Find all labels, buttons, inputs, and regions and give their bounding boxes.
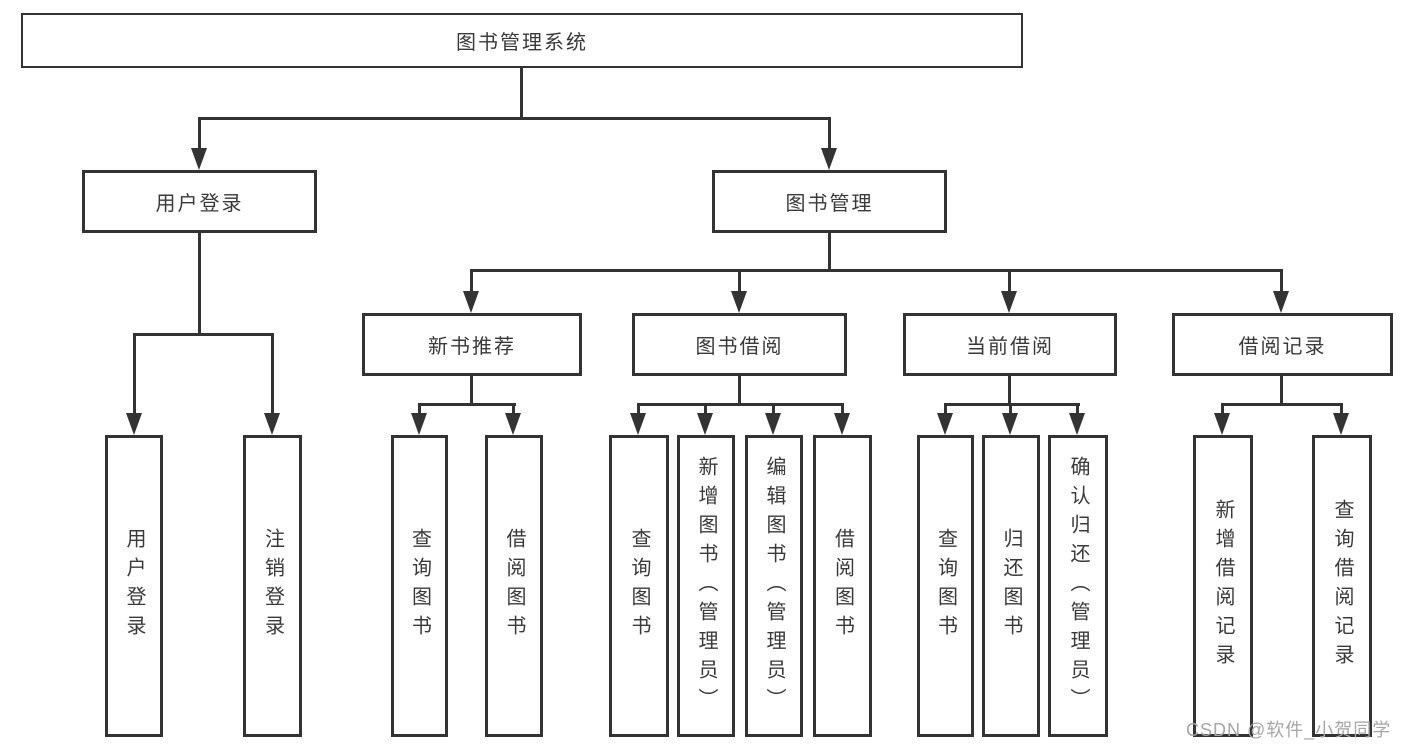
leaf-logout: 注销登录 bbox=[243, 435, 302, 737]
arrowhead-down-icon bbox=[821, 148, 837, 170]
leaf-label: 注销登录 bbox=[261, 528, 284, 644]
connector-stub bbox=[738, 376, 741, 406]
connector-stem bbox=[1340, 403, 1343, 417]
arrowhead-down-icon bbox=[765, 413, 781, 435]
leaf-label: 归还图书 bbox=[1000, 528, 1022, 644]
leaf-user-login: 用户登录 bbox=[105, 435, 163, 737]
node-book-borrow: 图书借阅 bbox=[632, 313, 847, 376]
arrowhead-down-icon bbox=[463, 291, 479, 313]
connector-rail bbox=[418, 403, 516, 406]
node-new-book-recommend: 新书推荐 bbox=[362, 313, 582, 376]
leaf-label: 查询图书 bbox=[934, 528, 957, 644]
leaf-borrow-add-book-admin: 新增图书（管理员） bbox=[677, 435, 735, 737]
connector-stem bbox=[704, 403, 707, 417]
arrowhead-down-icon bbox=[1001, 291, 1017, 313]
leaf-current-return-books: 归还图书 bbox=[982, 435, 1040, 737]
connector-stem bbox=[1008, 269, 1011, 295]
connector-stem bbox=[1280, 269, 1283, 295]
arrowhead-down-icon bbox=[1002, 413, 1018, 435]
connector-stem bbox=[1076, 403, 1079, 417]
arrowhead-down-icon bbox=[630, 413, 646, 435]
arrowhead-down-icon bbox=[1214, 413, 1230, 435]
connector-mgmt-stub bbox=[828, 233, 831, 272]
connector-user-stub bbox=[198, 233, 201, 336]
leaf-current-confirm-return-admin: 确认归还（管理员） bbox=[1048, 435, 1108, 737]
leaf-label: 借阅图书 bbox=[831, 528, 854, 644]
connector-root-stub bbox=[520, 68, 523, 120]
connector-rail bbox=[1221, 403, 1343, 406]
connector-user-rail bbox=[133, 333, 274, 336]
node-user-login: 用户登录 bbox=[82, 170, 317, 233]
leaf-label: 借阅图书 bbox=[503, 528, 525, 644]
connector-stem bbox=[1221, 403, 1224, 417]
connector-root-rail bbox=[198, 117, 831, 120]
connector-stem bbox=[944, 403, 947, 417]
node-library-system: 图书管理系统 bbox=[21, 13, 1023, 68]
arrowhead-down-icon bbox=[191, 148, 207, 170]
node-borrow-records: 借阅记录 bbox=[1172, 313, 1393, 376]
connector-stem bbox=[841, 403, 844, 417]
connector-stub bbox=[1008, 376, 1011, 406]
leaf-recommend-query-books: 查询图书 bbox=[391, 435, 448, 737]
connector-stem bbox=[637, 403, 640, 417]
leaf-label: 新增借阅记录 bbox=[1212, 499, 1234, 673]
arrowhead-down-icon bbox=[1069, 413, 1085, 435]
node-book-management: 图书管理 bbox=[712, 170, 947, 233]
connector-stem bbox=[470, 269, 473, 295]
connector-stem bbox=[828, 117, 831, 152]
leaf-borrow-borrow-books: 借阅图书 bbox=[813, 435, 872, 737]
connector-stem bbox=[418, 403, 421, 417]
leaf-records-query-record: 查询借阅记录 bbox=[1312, 435, 1372, 737]
connector-stem bbox=[1009, 403, 1012, 417]
arrowhead-down-icon bbox=[1273, 291, 1289, 313]
arrowhead-down-icon bbox=[126, 413, 142, 435]
leaf-label: 查询图书 bbox=[628, 528, 650, 644]
connector-rail bbox=[637, 403, 844, 406]
leaf-label: 查询图书 bbox=[408, 528, 431, 644]
leaf-label: 查询借阅记录 bbox=[1331, 499, 1353, 673]
connector-stem bbox=[772, 403, 775, 417]
leaf-label: 编辑图书（管理员） bbox=[763, 455, 785, 717]
csdn-watermark: CSDN @软件_小贺同学 bbox=[1186, 720, 1392, 740]
arrowhead-down-icon bbox=[834, 413, 850, 435]
arrowhead-down-icon bbox=[937, 413, 953, 435]
connector-stem bbox=[133, 333, 136, 415]
leaf-records-add-record: 新增借阅记录 bbox=[1193, 435, 1253, 737]
connector-rail bbox=[944, 403, 1080, 406]
node-current-borrow: 当前借阅 bbox=[903, 313, 1117, 376]
leaf-borrow-edit-book-admin: 编辑图书（管理员） bbox=[745, 435, 803, 737]
connector-stem bbox=[512, 403, 515, 417]
leaf-borrow-query-books: 查询图书 bbox=[609, 435, 669, 737]
leaf-current-query-books: 查询图书 bbox=[917, 435, 974, 737]
arrowhead-down-icon bbox=[505, 413, 521, 435]
connector-mgmt-rail bbox=[470, 269, 1282, 272]
leaf-recommend-borrow-books: 借阅图书 bbox=[485, 435, 543, 737]
leaf-label: 用户登录 bbox=[123, 528, 145, 644]
arrowhead-down-icon bbox=[411, 413, 427, 435]
connector-stub bbox=[470, 376, 473, 406]
connector-stem bbox=[271, 333, 274, 415]
leaf-label: 确认归还（管理员） bbox=[1067, 455, 1089, 717]
leaf-label: 新增图书（管理员） bbox=[695, 455, 717, 717]
arrowhead-down-icon bbox=[697, 413, 713, 435]
connector-stub bbox=[1280, 376, 1283, 406]
arrowhead-down-icon bbox=[1333, 413, 1349, 435]
connector-stem bbox=[738, 269, 741, 295]
arrowhead-down-icon bbox=[731, 291, 747, 313]
connector-stem bbox=[198, 117, 201, 152]
arrowhead-down-icon bbox=[264, 413, 280, 435]
